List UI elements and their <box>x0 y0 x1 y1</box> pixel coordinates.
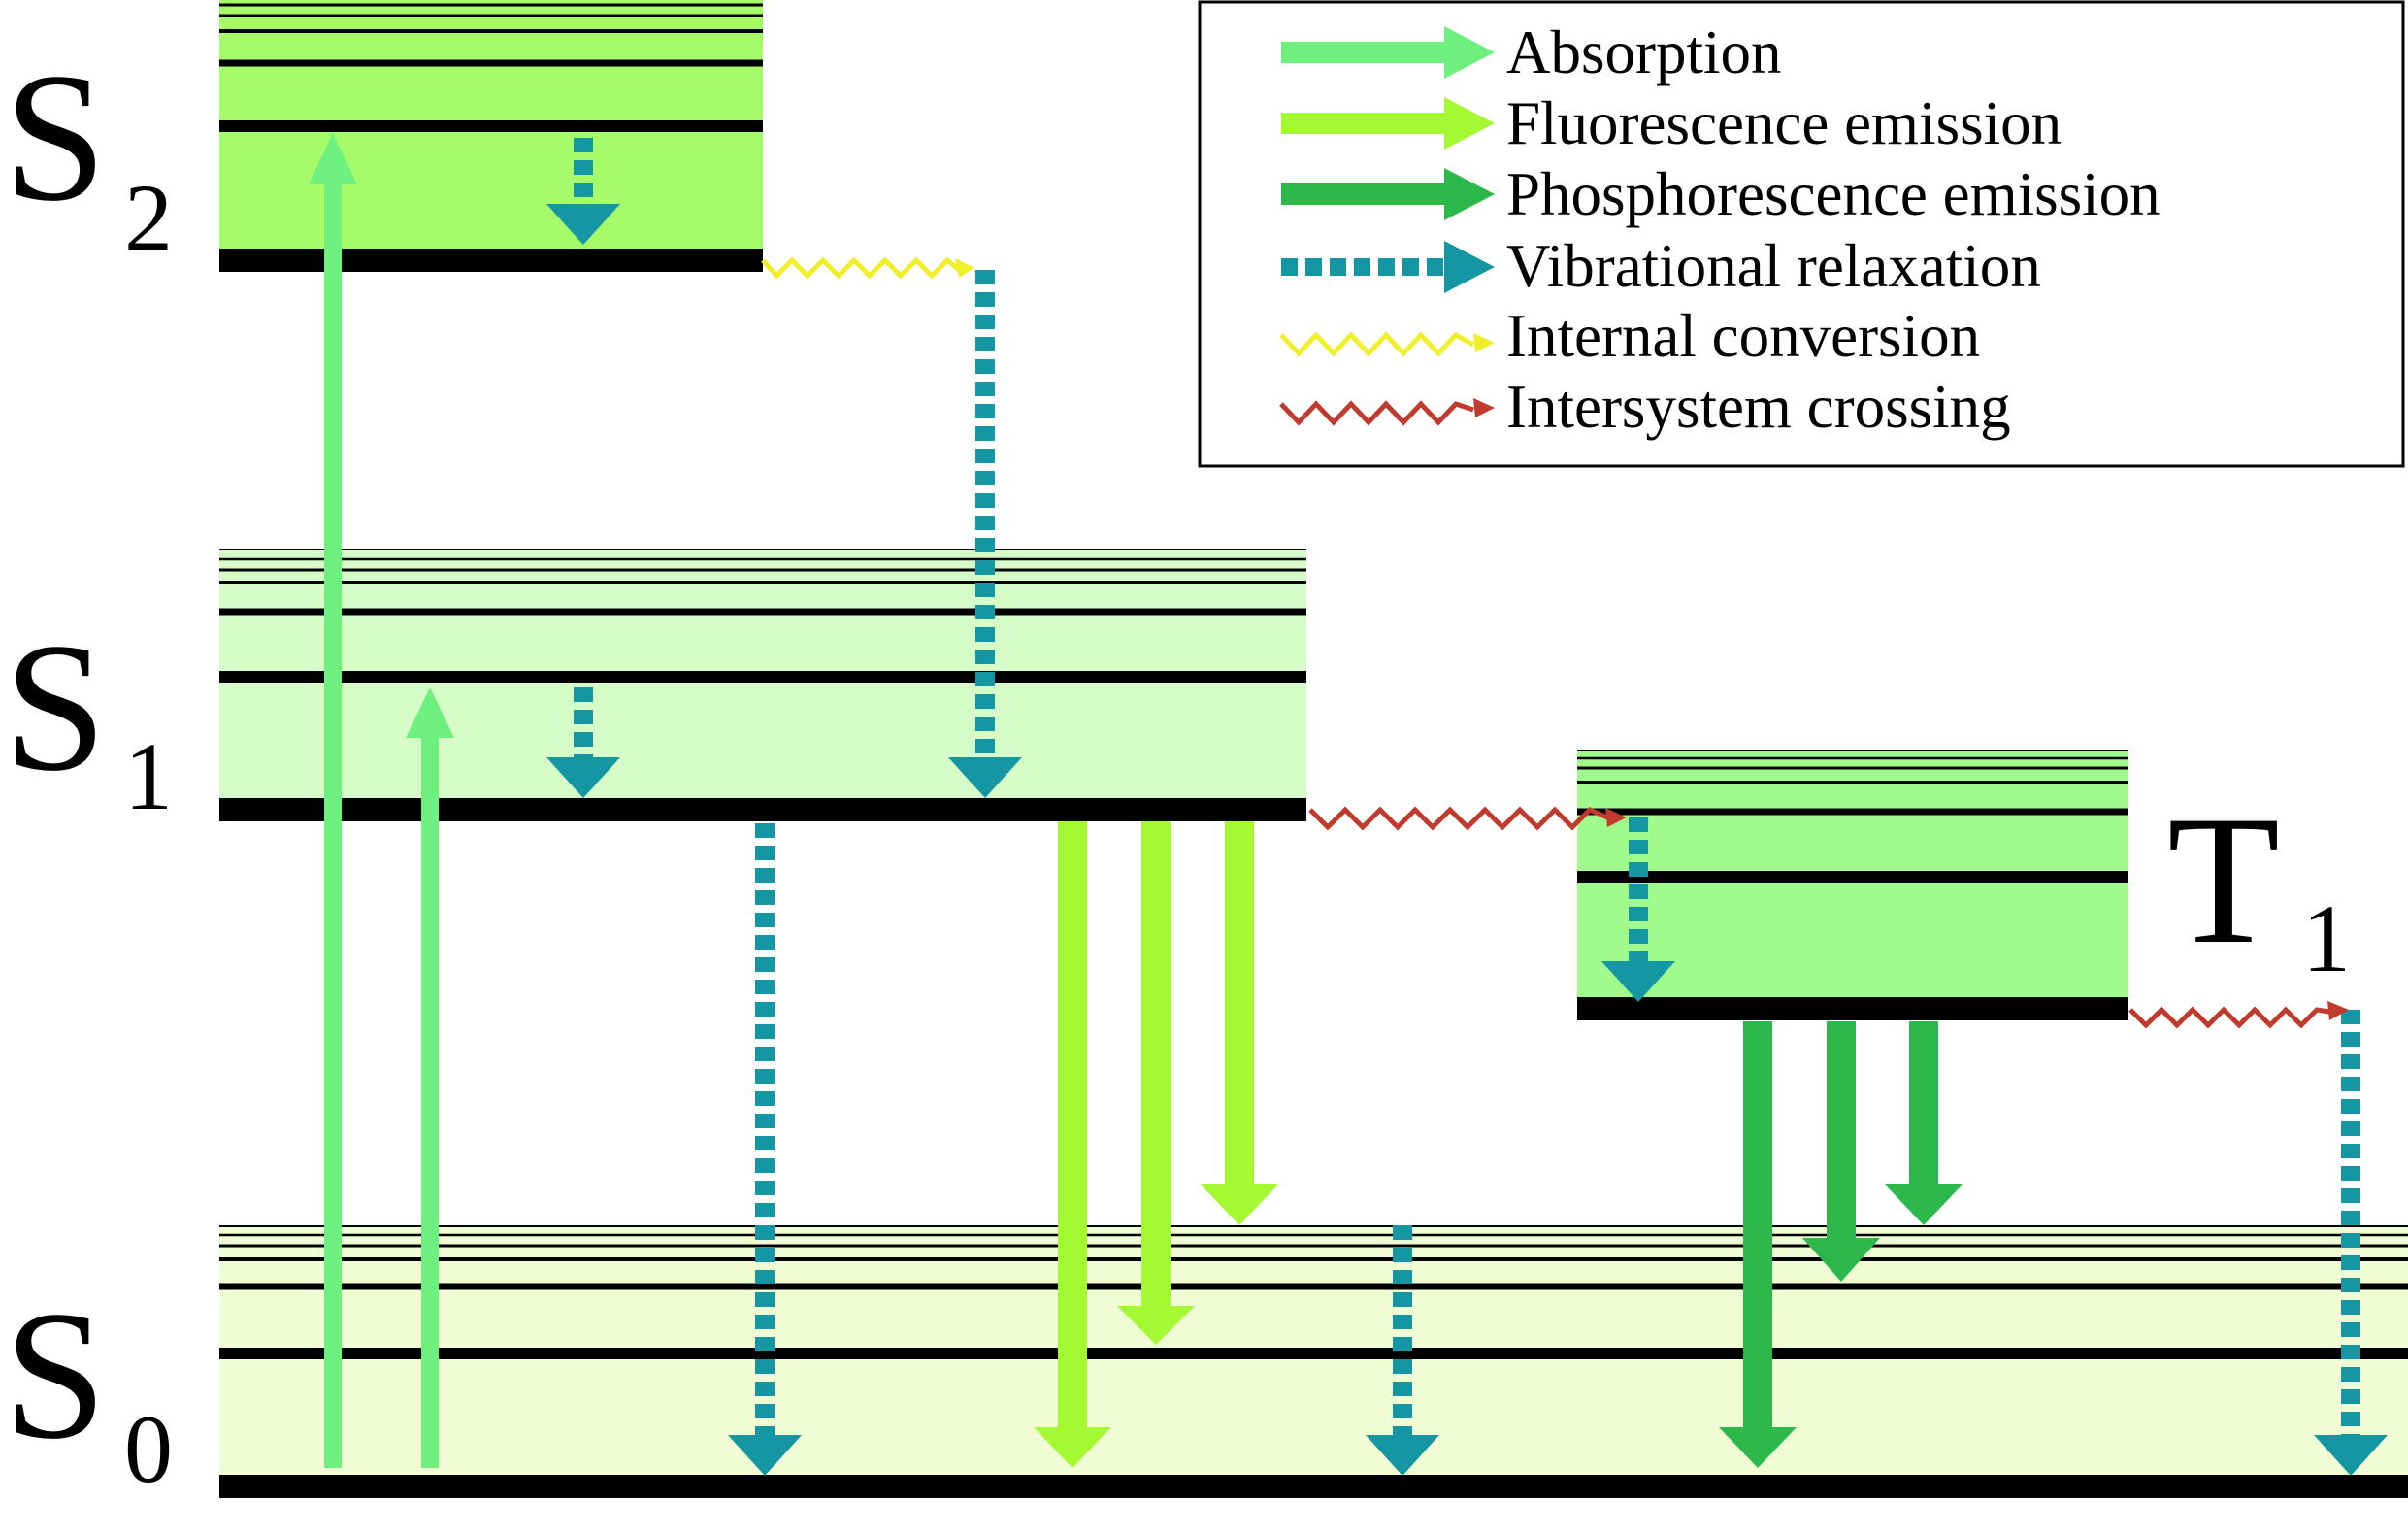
intersystem-crossing-arrow <box>2128 1001 2349 1029</box>
dashed-arrow-icon <box>1281 241 1495 293</box>
state-subscript: 2 <box>124 164 173 272</box>
vibrational-relaxation-arrow <box>546 138 620 245</box>
intersystem-crossing-arrow <box>1308 806 1627 831</box>
legend-item-internal: Internal conversion <box>1279 302 1980 370</box>
legend-item-intersystem: Intersystem crossing <box>1279 373 2011 441</box>
legend-label: Absorption <box>1506 18 1782 86</box>
solid-arrow-icon <box>1281 168 1495 220</box>
legend-label: Fluorescence emission <box>1506 89 2062 157</box>
legend-label: Internal conversion <box>1506 302 1980 370</box>
phosphorescence-arrow <box>1719 1021 1797 1468</box>
t1-band <box>1577 750 2128 1020</box>
solid-arrow-icon <box>1281 26 1495 79</box>
vibrational-relaxation-arrow <box>1366 1225 1439 1476</box>
vibrational-relaxation-arrow <box>1601 817 1675 1002</box>
fluorescence-arrow <box>1034 821 1111 1468</box>
state-letter: S <box>4 36 107 240</box>
legend-label: Intersystem crossing <box>1506 373 2011 441</box>
state-letter: S <box>4 606 107 810</box>
state-subscript: 1 <box>2302 884 2351 992</box>
s1-band <box>219 549 1306 821</box>
vibrational-relaxation-arrow <box>948 270 1022 798</box>
phosphorescence-arrow <box>1802 1021 1880 1282</box>
legend-item-vibrational: Vibrational relaxation <box>1281 232 2041 300</box>
state-letter: T <box>2167 779 2280 983</box>
legend-label: Vibrational relaxation <box>1506 232 2041 300</box>
legend-item-absorption: Absorption <box>1281 18 1782 86</box>
vibrational-relaxation-arrow <box>2314 1010 2388 1476</box>
state-label-t1: T 1 <box>2167 779 2351 992</box>
wavy-arrow-icon <box>1279 331 1495 357</box>
s2-band <box>219 0 763 272</box>
vibrational-relaxation-arrow <box>546 687 620 798</box>
state-label-s0: S 0 <box>4 1274 173 1503</box>
state-label-s2: S 2 <box>4 36 173 272</box>
fluorescence-arrow <box>1117 821 1195 1345</box>
state-subscript: 0 <box>124 1395 173 1503</box>
vibrational-relaxation-arrow <box>728 823 802 1476</box>
legend-item-phosphorescence: Phosphorescence emission <box>1281 160 2161 228</box>
internal-conversion-arrow <box>761 256 974 280</box>
fluorescence-arrow <box>1201 821 1278 1225</box>
state-subscript: 1 <box>124 722 173 830</box>
absorption-arrow <box>309 133 357 1468</box>
s0-band <box>219 1225 2408 1498</box>
absorption-arrow <box>406 687 454 1468</box>
legend-item-fluorescence: Fluorescence emission <box>1281 89 2062 157</box>
state-letter: S <box>4 1274 107 1478</box>
wavy-arrow-icon <box>1279 398 1495 426</box>
phosphorescence-arrow <box>1885 1021 1963 1225</box>
legend-label: Phosphorescence emission <box>1506 160 2161 228</box>
legend: Absorption Fluorescence emission Phospho… <box>1198 0 2405 468</box>
legend-box <box>1198 0 2405 468</box>
solid-arrow-icon <box>1281 97 1495 150</box>
state-label-s1: S 1 <box>4 606 173 830</box>
